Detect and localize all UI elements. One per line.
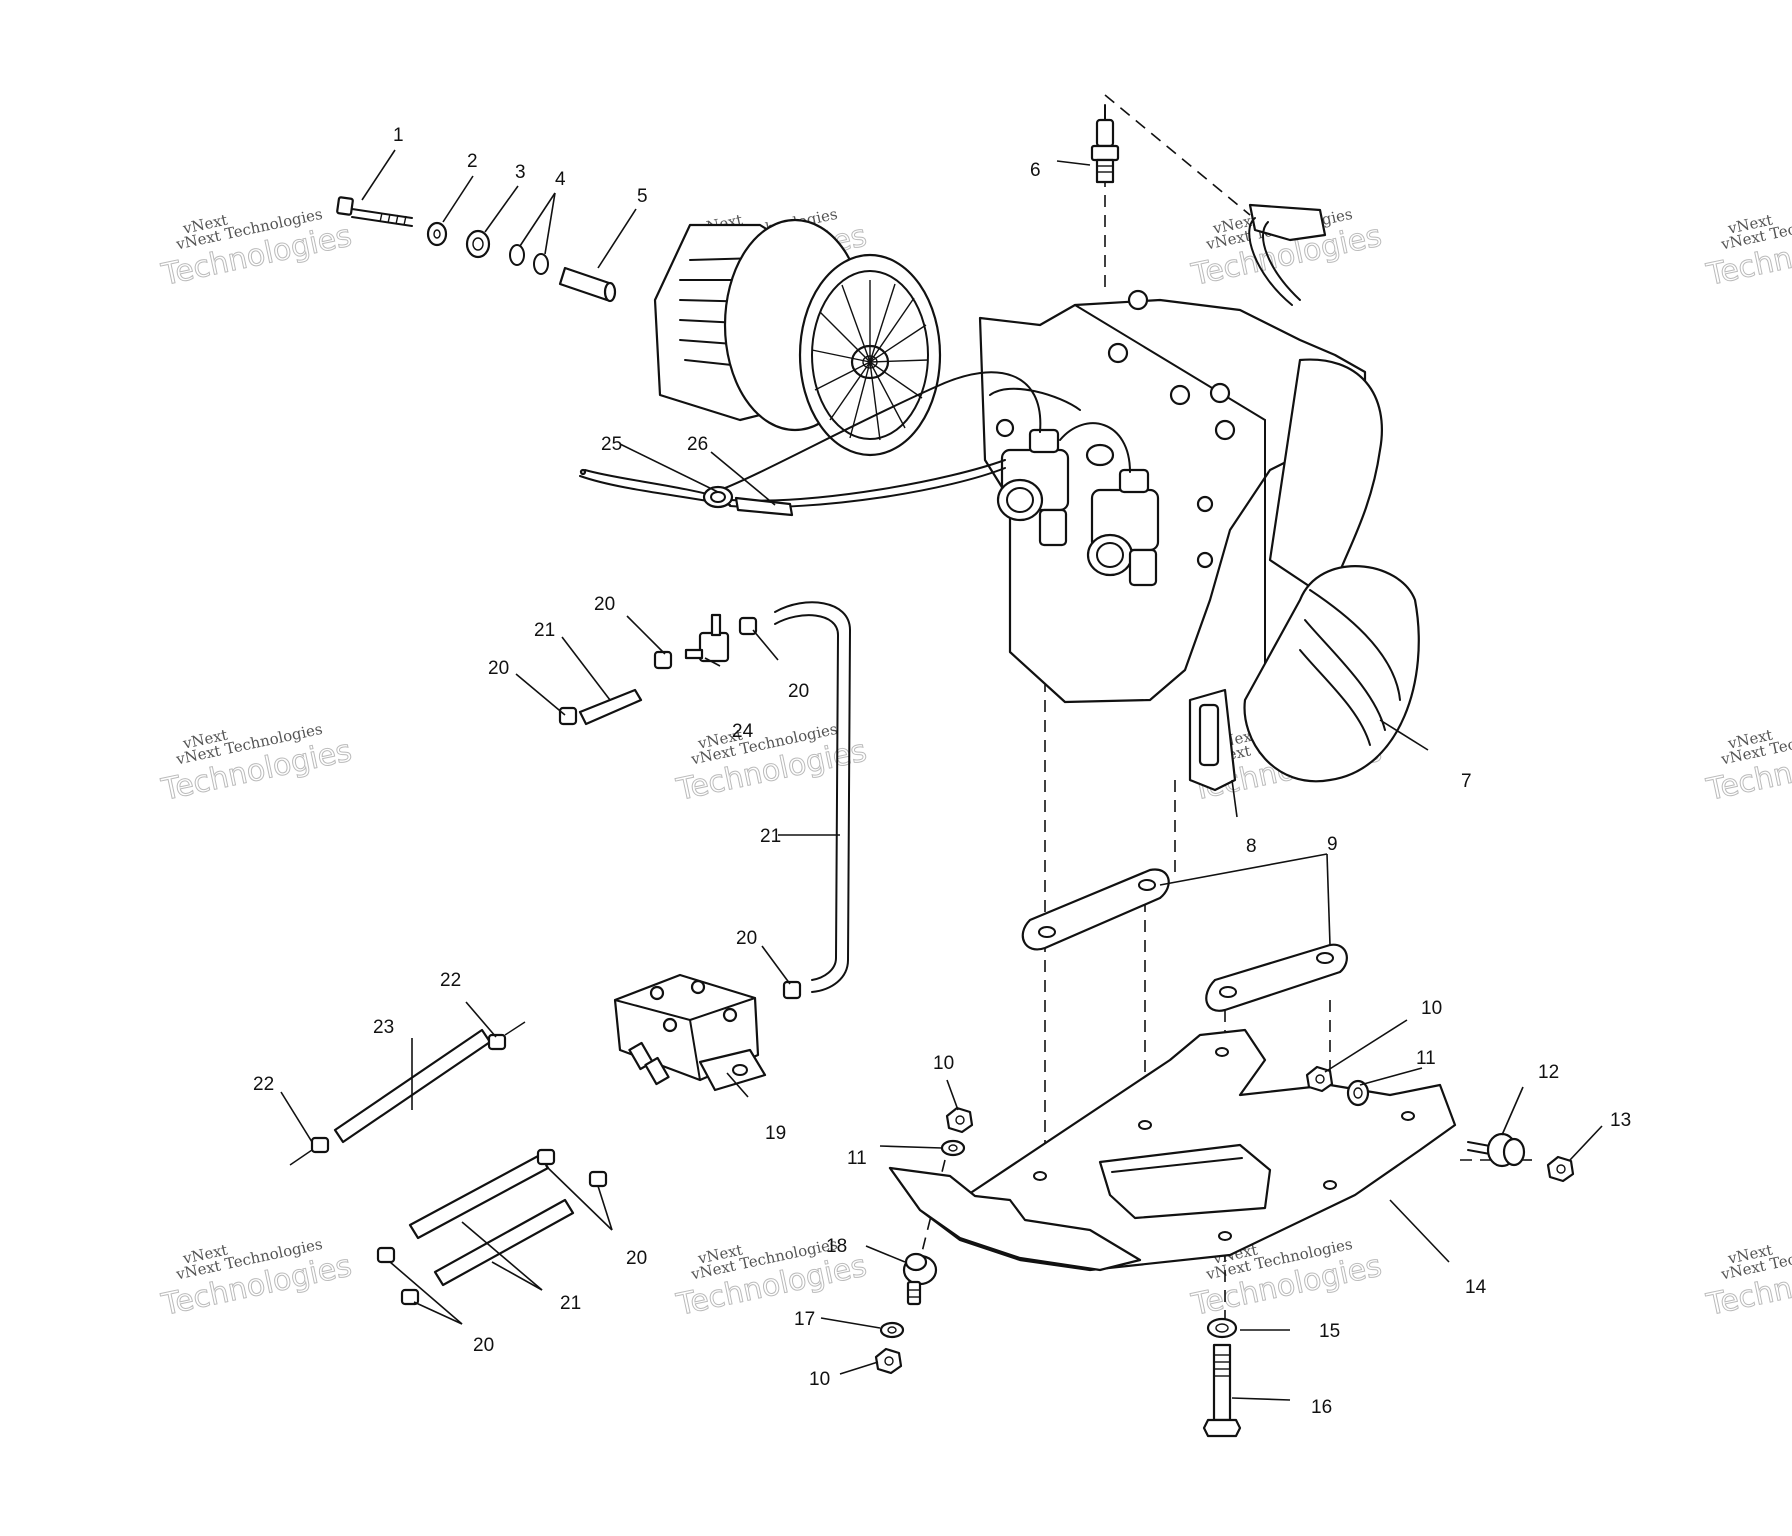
- lock-washer: [1206, 1317, 1238, 1339]
- engine-block: [978, 289, 1420, 783]
- mount-bolt: [1202, 1343, 1242, 1438]
- clutch-spokes: [811, 280, 929, 441]
- hose-clamp: [487, 1033, 507, 1051]
- callout-17: 17: [794, 1309, 815, 1330]
- callout-1: 1: [393, 125, 404, 146]
- washer: [940, 1139, 966, 1157]
- carburetor: [1086, 468, 1160, 587]
- callout-25: 25: [601, 434, 622, 455]
- watermark: vNext vNext Technologies Technologies: [157, 205, 355, 294]
- callout-4: 4: [555, 169, 566, 190]
- callout-23: 23: [373, 1017, 394, 1038]
- callout-8: 8: [1246, 836, 1257, 857]
- callout-11-left: 11: [847, 1148, 867, 1169]
- callout-7: 7: [1461, 771, 1472, 792]
- callout-19: 19: [765, 1123, 786, 1144]
- fuel-hose-loose: [289, 1021, 526, 1166]
- callout-20-c: 20: [788, 681, 809, 702]
- callout-10-upper: 10: [1421, 998, 1442, 1019]
- watermark: vNext vNext Technologies Technologies: [672, 1235, 870, 1324]
- callout-21-b: 21: [760, 826, 781, 847]
- callout-14: 14: [1465, 1277, 1487, 1298]
- clutch-bolt: [336, 196, 413, 227]
- hex-nut: [874, 1347, 903, 1375]
- callout-15: 15: [1319, 1321, 1340, 1342]
- callout-6: 6: [1030, 160, 1041, 181]
- hose-clamp: [536, 1148, 556, 1166]
- hex-nut: [1305, 1065, 1334, 1093]
- callout-3: 3: [515, 162, 526, 183]
- hex-nut: [945, 1106, 974, 1134]
- spark-plug: [1090, 104, 1120, 184]
- hose-clamp: [588, 1170, 608, 1188]
- callout-13: 13: [1610, 1110, 1631, 1131]
- washer: [426, 221, 448, 247]
- mount-bracket: [1205, 943, 1348, 1012]
- spacer-sleeve: [558, 266, 617, 303]
- watermark: vNext vNext Technologies Technologies: [1702, 205, 1792, 294]
- callout-21-a: 21: [534, 620, 555, 641]
- watermark-group: vNext vNext Technologies Technologies vN…: [157, 205, 1792, 1324]
- hose-clamp: [376, 1246, 396, 1264]
- fuel-pump: [613, 973, 767, 1092]
- washer: [1346, 1079, 1370, 1107]
- mount-bracket: [1021, 868, 1170, 951]
- carburetor: [996, 428, 1070, 547]
- watermark: vNext vNext Technologies Technologies: [1702, 1235, 1792, 1324]
- callout-21-c: 21: [560, 1293, 581, 1314]
- callout-24: 24: [732, 721, 754, 742]
- callout-11-upper: 11: [1416, 1048, 1436, 1069]
- callout-26: 26: [687, 434, 708, 455]
- drive-clutch: [653, 218, 942, 457]
- hex-nut: [1546, 1155, 1575, 1183]
- o-ring-pair: [509, 244, 549, 275]
- callout-20-d: 20: [736, 928, 757, 949]
- clutch-bolt-assembly: [336, 196, 617, 303]
- callout-5: 5: [637, 186, 648, 207]
- fuel-line-upper: [558, 601, 851, 1000]
- callout-labels: 1 2 3 4 5 6 7 8 9 10 11 12 13 14 15 16 1…: [253, 125, 1631, 1418]
- callout-20-e: 20: [626, 1248, 647, 1269]
- washer: [879, 1321, 905, 1339]
- spark-plug-cap: [1248, 203, 1327, 306]
- callout-20-f: 20: [473, 1335, 494, 1356]
- hose-clamp: [782, 980, 802, 1000]
- callout-20-a: 20: [594, 594, 615, 615]
- rubber-mount: [1467, 1132, 1526, 1168]
- hose-clamp: [558, 706, 578, 726]
- watermark: vNext vNext Technologies Technologies: [1702, 720, 1792, 809]
- callout-10-left: 10: [933, 1053, 954, 1074]
- recoil-handle: [1188, 688, 1237, 792]
- callout-2: 2: [467, 151, 478, 172]
- bushing-ring: [465, 229, 491, 259]
- callout-20-b: 20: [488, 658, 509, 679]
- callout-12: 12: [1538, 1062, 1559, 1083]
- hose-clamp: [653, 650, 673, 670]
- callout-22-a: 22: [440, 970, 461, 991]
- mounting-plate: [888, 1028, 1457, 1272]
- rubber-mount: [902, 1252, 938, 1306]
- fuel-filter-tee: [684, 613, 730, 663]
- watermark: vNext vNext Technologies Technologies: [672, 720, 870, 809]
- watermark: vNext vNext Technologies Technologies: [157, 1235, 355, 1324]
- callout-16: 16: [1311, 1397, 1332, 1418]
- callout-18: 18: [826, 1236, 847, 1257]
- callout-22-b: 22: [253, 1074, 274, 1095]
- hose-clamp: [310, 1136, 330, 1154]
- leader-lines: [280, 149, 1603, 1401]
- throttle-cable: [579, 459, 1006, 517]
- callout-9: 9: [1327, 834, 1338, 855]
- watermark: vNext vNext Technologies Technologies: [1187, 205, 1385, 294]
- callout-10-lower: 10: [809, 1369, 830, 1390]
- hose-clamp: [738, 616, 758, 636]
- hose-clamp: [400, 1288, 420, 1306]
- carburetor-pair: [719, 371, 1160, 587]
- watermark: vNext vNext Technologies Technologies: [157, 720, 355, 809]
